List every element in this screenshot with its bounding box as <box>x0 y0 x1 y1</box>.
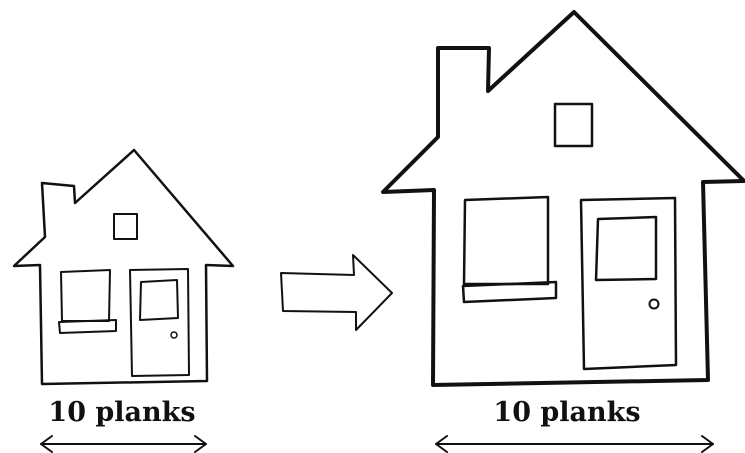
small-house-attic-window <box>113 213 138 240</box>
small-house-width-arrow <box>40 435 207 453</box>
large-house-window <box>462 195 550 286</box>
small-house-window-sill <box>58 319 117 334</box>
large-house-width-label: 10 planks <box>493 397 640 428</box>
arrow-right-icon <box>280 254 393 331</box>
large-house-width-arrow <box>435 435 714 453</box>
small-house-width-label: 10 planks <box>48 397 195 428</box>
small-house-outline <box>12 148 235 386</box>
small-house-window <box>60 269 111 322</box>
large-house-door-knob <box>648 298 660 310</box>
small-house-door <box>129 268 190 377</box>
large-house-door <box>579 196 678 371</box>
small-house <box>12 148 235 386</box>
large-house-window-sill <box>461 280 558 304</box>
large-house <box>381 10 745 387</box>
small-house-door-knob <box>170 331 178 339</box>
large-house-outline <box>381 10 745 387</box>
small-house-door-window <box>139 279 179 321</box>
large-house-attic-window <box>553 102 594 148</box>
large-house-door-window <box>594 215 658 282</box>
